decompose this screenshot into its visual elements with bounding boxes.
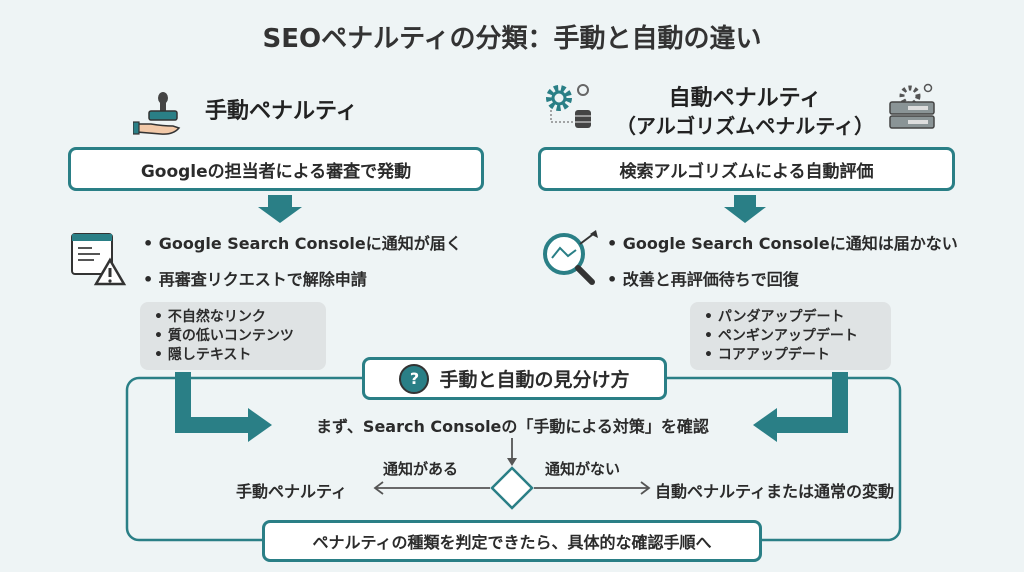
example-item: 不自然なリンク bbox=[154, 308, 326, 327]
example-item: コアアップデート bbox=[704, 346, 891, 365]
example-item: 隠しテキスト bbox=[154, 346, 326, 365]
thick-arrow-left bbox=[175, 372, 250, 433]
auto-trigger-box: 検索アルゴリズムによる自動評価 bbox=[538, 147, 955, 191]
server-gear-icon bbox=[889, 83, 935, 129]
auto-subheading: （アルゴリズムペナルティ） bbox=[615, 114, 875, 138]
gear-database-icon bbox=[546, 84, 591, 128]
howto-heading: 手動と自動の見分け方 bbox=[439, 369, 630, 391]
no-result: 自動ペナルティまたは通常の変動 bbox=[655, 482, 895, 501]
manual-bullet: Google Search Consoleに通知が届く bbox=[143, 230, 462, 254]
manual-examples: 不自然なリンク 質の低いコンテンツ 隠しテキスト bbox=[140, 302, 326, 370]
page-title: SEOペナルティの分類：手動と自動の違い bbox=[262, 24, 762, 54]
question-icon: ? bbox=[399, 363, 430, 394]
magnifier-chart-icon bbox=[543, 230, 598, 285]
down-arrow-left bbox=[258, 195, 302, 223]
auto-bullet: 改善と再評価待ちで回復 bbox=[607, 266, 799, 290]
example-item: 質の低いコンテンツ bbox=[154, 327, 326, 346]
manual-trigger-box: Googleの担当者による審査で発動 bbox=[68, 147, 484, 191]
thick-arrow-right bbox=[775, 372, 848, 433]
auto-examples: パンダアップデート ペンギンアップデート コアアップデート bbox=[690, 302, 891, 370]
no-label: 通知がない bbox=[545, 460, 621, 478]
stamp-hand-icon bbox=[133, 92, 181, 135]
example-item: パンダアップデート bbox=[704, 308, 891, 327]
auto-bullet: Google Search Consoleに通知は届かない bbox=[607, 230, 958, 254]
auto-heading: 自動ペナルティ bbox=[668, 86, 822, 111]
yes-result: 手動ペナルティ bbox=[236, 482, 348, 501]
example-item: ペンギンアップデート bbox=[704, 327, 891, 346]
first-step: まず、Search Consoleの「手動による対策」を確認 bbox=[316, 417, 709, 436]
browser-warning-icon bbox=[71, 233, 127, 286]
next-step-box: ペナルティの種類を判定できたら、具体的な確認手順へ bbox=[262, 520, 762, 562]
manual-bullet: 再審査リクエストで解除申請 bbox=[143, 266, 367, 290]
yes-label: 通知がある bbox=[383, 460, 459, 478]
decision-diamond bbox=[490, 466, 534, 510]
manual-heading: 手動ペナルティ bbox=[205, 99, 358, 124]
howto-header: ? 手動と自動の見分け方 bbox=[362, 357, 667, 400]
down-arrow-right bbox=[724, 195, 766, 223]
